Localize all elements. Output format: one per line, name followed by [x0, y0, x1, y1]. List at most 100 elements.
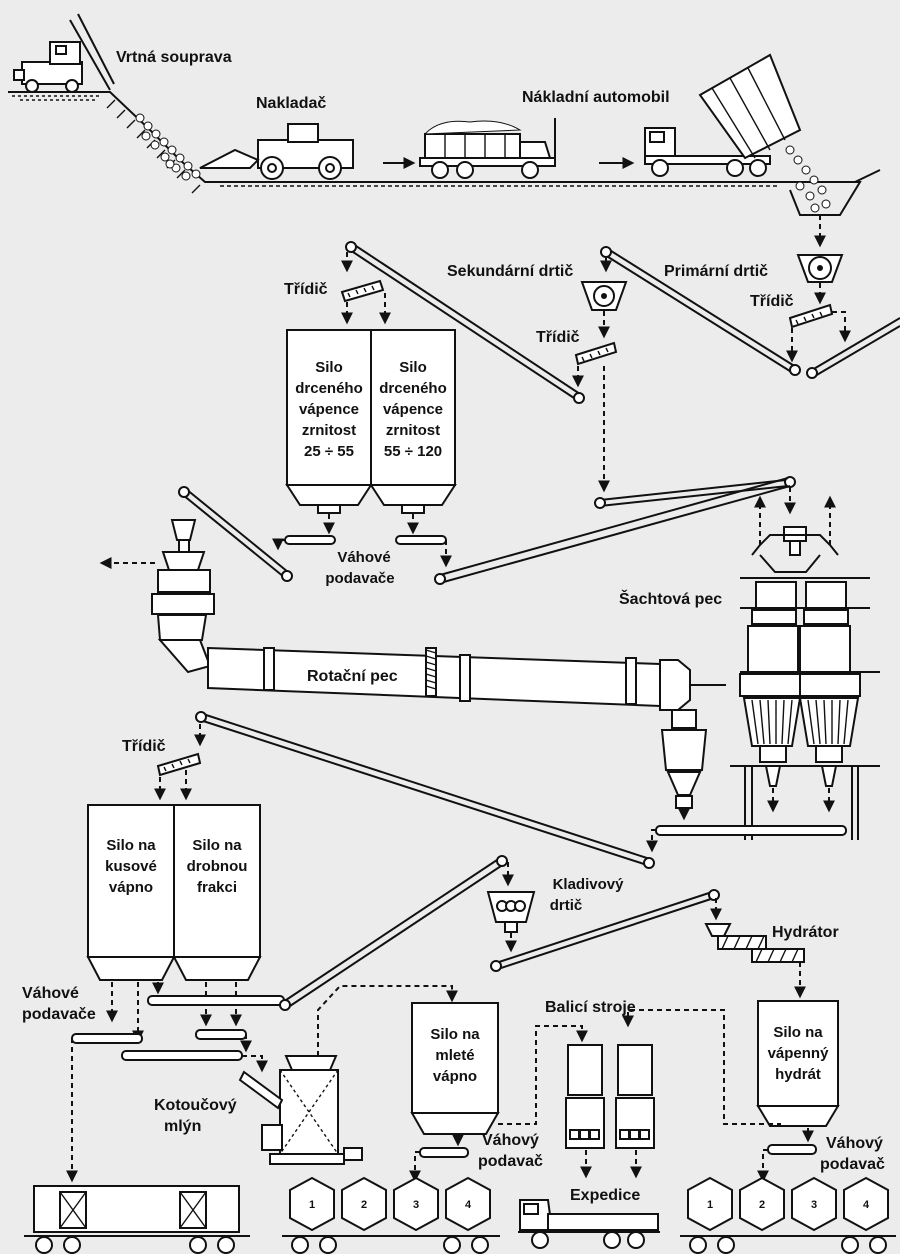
- weigh-feeders-1-line-2: podavače: [325, 570, 394, 587]
- shaft-kiln-label: Šachtová pec: [619, 589, 722, 608]
- silo-fine-fraction: [172, 804, 262, 981]
- silo-frac-line-2: drobnou: [187, 858, 248, 875]
- silo-fine-line-2: drceného: [295, 380, 363, 397]
- hopper-gravel: [785, 145, 831, 213]
- hydrator-label: Hydrátor: [772, 924, 839, 941]
- weigh-feeder-a-line-1: Váhový: [482, 1132, 539, 1149]
- dispatch-truck: [518, 1199, 660, 1249]
- silo-hydrate-line-3: hydrát: [775, 1066, 821, 1083]
- disc-mill: [238, 1055, 363, 1165]
- feeder-belt-left: [71, 1033, 143, 1044]
- collector-belt: [655, 825, 847, 836]
- conveyor-to-lime-screen: [195, 711, 655, 869]
- wagon-right-num-4: 4: [863, 1199, 870, 1211]
- shaft-kiln: [730, 495, 880, 840]
- conveyor-to-hammer-crusher: [279, 855, 508, 1011]
- silo-lump-line-2: kusové: [105, 858, 157, 875]
- packing-machine-2: [615, 1044, 655, 1149]
- wagon-left-num-3: 3: [413, 1199, 419, 1211]
- packing-machines-label: Balicí stroje: [545, 999, 636, 1016]
- conveyor-primary-to-secondary: [600, 246, 801, 376]
- loader: [199, 123, 354, 180]
- conveyor-secondary-to-silo: [345, 241, 585, 404]
- silo-lump-line-3: vápno: [109, 879, 153, 896]
- drill-rig-label: Vrtná souprava: [116, 49, 232, 66]
- weigh-feeder-b-line-2: podavač: [820, 1156, 885, 1173]
- hopper-wagon-left: [282, 1176, 500, 1254]
- hydrator: [704, 923, 805, 963]
- silo-frac-line-3: frakci: [197, 879, 237, 896]
- wagon-left-num-1: 1: [309, 1199, 315, 1211]
- primary-crusher-label: Primární drtič: [664, 263, 768, 280]
- conveyor-feeder-to-shaft: [434, 477, 791, 585]
- packing-machine-1: [565, 1044, 605, 1149]
- preheater: [151, 519, 215, 674]
- screen-label-1: Třídič: [284, 281, 328, 298]
- disc-mill-line-1: Kotoučový: [154, 1097, 237, 1114]
- silo-lump-lime: [86, 804, 176, 981]
- wagon-right-num-3: 3: [811, 1199, 817, 1211]
- primary-crusher: [796, 254, 844, 283]
- flow-collector-out: [646, 829, 658, 853]
- dump-truck-loaded: [419, 118, 556, 179]
- flow-feeder-b-to-wagon: [757, 1149, 769, 1183]
- disc-mill-line-2: mlýn: [164, 1118, 201, 1135]
- screen-label-2: Třídič: [122, 738, 166, 755]
- silo-hydrate-line-2: vápenný: [768, 1045, 830, 1062]
- kiln-cooler: [660, 709, 708, 809]
- hopper-wagon-right: [680, 1176, 896, 1254]
- flow-hydrate-to-packing: [622, 1009, 781, 1126]
- weigh-feeder-belt-2: [395, 535, 447, 545]
- drill-rig: [13, 13, 115, 93]
- flow-to-mill-b: [242, 1055, 268, 1073]
- screen-lime: [156, 752, 202, 777]
- silo-ground-lime: [410, 1002, 500, 1135]
- wagon-left-num-4: 4: [465, 1199, 472, 1211]
- silo-crushed-limestone-25-55: [285, 329, 373, 514]
- silo-lump-line-1: Silo na: [106, 837, 156, 854]
- wagon-right-num-1: 1: [707, 1199, 713, 1211]
- screen-label-3: Třídič: [536, 329, 580, 346]
- weigh-feeders-2-line-1: Váhové: [22, 985, 79, 1002]
- hammer-crusher-line-2: drtič: [550, 897, 583, 914]
- silo-fine-line-5: 25 ÷ 55: [304, 443, 354, 460]
- weigh-feeder-belt-b: [767, 1144, 817, 1155]
- rotary-kiln: [207, 646, 726, 711]
- gravel-pile: [135, 113, 201, 181]
- dump-truck-tipping: [644, 53, 802, 177]
- silo-hydrate: [756, 1000, 840, 1127]
- silo-hydrate-line-1: Silo na: [773, 1024, 823, 1041]
- weigh-feeder-belt-1: [284, 535, 336, 545]
- loader-label: Nakladač: [256, 95, 326, 112]
- flow-mill-to-silo: [317, 985, 458, 1056]
- truck-label: Nákladní automobil: [522, 89, 670, 106]
- silo-coarse-line-4: zrnitost: [386, 422, 440, 439]
- weigh-feeders-2-line-2: podavače: [22, 1006, 96, 1023]
- conveyor-to-rotary-kiln: [178, 486, 293, 582]
- feeder-belt-mid: [195, 1029, 247, 1040]
- silo-ground-line-3: vápno: [433, 1068, 477, 1085]
- screen-primary: [788, 303, 834, 329]
- screen-label-4: Třídič: [750, 293, 794, 310]
- silo-crushed-limestone-55-120: [369, 329, 457, 514]
- weigh-feeder-belt-a: [419, 1147, 469, 1158]
- flow-ground-to-packing: [498, 1025, 588, 1125]
- dispatch-label: Expedice: [570, 1187, 640, 1204]
- boxcar: [24, 1185, 250, 1254]
- silo-ground-line-2: mleté: [435, 1047, 474, 1064]
- silo-coarse-line-1: Silo: [399, 359, 427, 376]
- screen-top: [340, 279, 385, 303]
- silo-coarse-line-2: drceného: [379, 380, 447, 397]
- flow-screen-down-b: [832, 311, 851, 343]
- weigh-feeder-b-line-1: Váhový: [826, 1135, 883, 1152]
- silo-coarse-line-5: 55 ÷ 120: [384, 443, 442, 460]
- wagon-left-num-2: 2: [361, 1199, 367, 1211]
- flow-feeder-a-to-wagon: [409, 1151, 421, 1183]
- weigh-feeder-a-line-2: podavač: [478, 1153, 543, 1170]
- conveyor-to-shaft-kiln: [594, 476, 796, 509]
- silo-fine-line-3: vápence: [299, 401, 359, 418]
- weigh-feeders-1-line-1: Váhové: [337, 549, 390, 566]
- secondary-crusher: [580, 281, 628, 311]
- flow-feeder1-out: [272, 538, 285, 551]
